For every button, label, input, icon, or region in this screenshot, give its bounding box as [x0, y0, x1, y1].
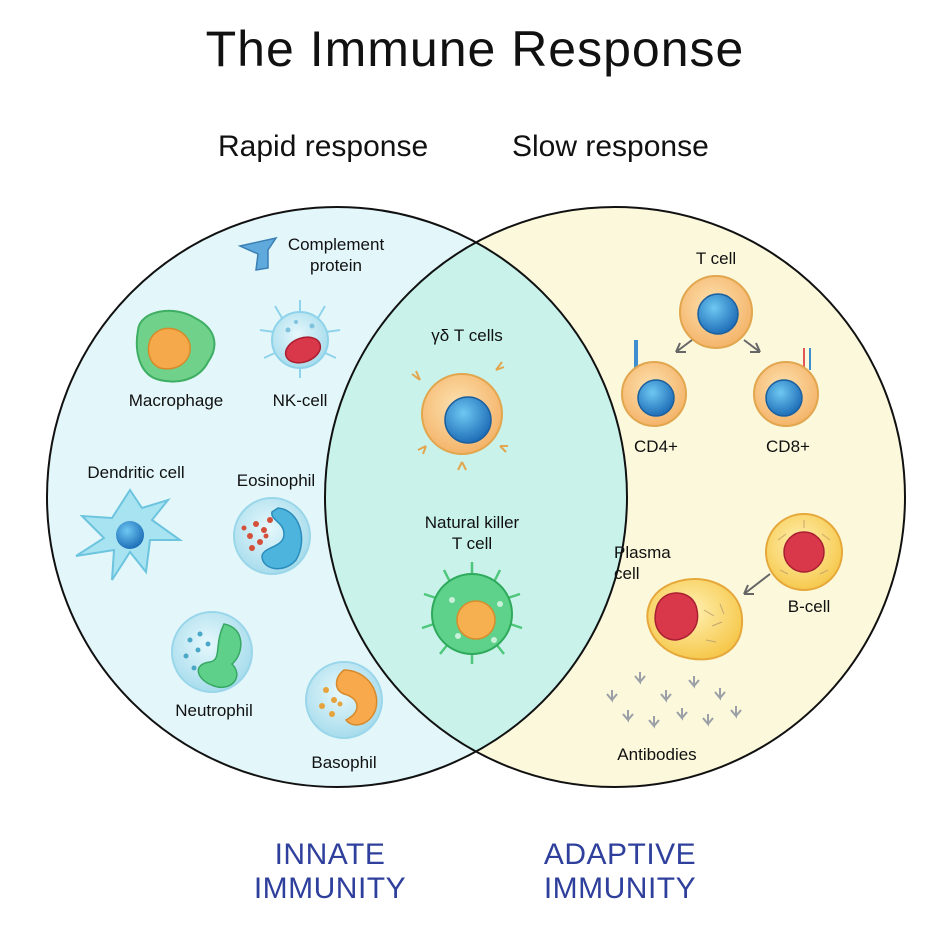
adaptive-label-line2: IMMUNITY — [543, 872, 697, 905]
cd8-t-cell-icon — [753, 348, 819, 427]
nk-cell-icon — [259, 300, 341, 378]
macrophage-label: Macrophage — [128, 391, 224, 410]
basophil-label: Basophil — [311, 753, 377, 772]
plasma-label-line2: cell — [614, 564, 640, 583]
innate-label-line1: INNATE — [274, 838, 386, 871]
t-cell-icon — [679, 275, 753, 349]
complement-protein-icon — [237, 236, 278, 271]
neutrophil-icon — [171, 611, 253, 693]
dendritic-cell-label: Dendritic cell — [87, 463, 185, 482]
adaptive-label-line1: ADAPTIVE — [543, 838, 697, 871]
page-title: The Immune Response — [205, 21, 745, 77]
natural-killer-t-cell-label: Natural killer T cell — [412, 512, 532, 554]
eosinophil-icon — [233, 497, 311, 575]
b-cell-icon — [765, 513, 843, 591]
antibodies-icon — [606, 672, 742, 729]
rapid-response-header: Rapid response — [218, 130, 429, 163]
adaptive-immunity-label: ADAPTIVE IMMUNITY — [510, 838, 730, 906]
complement-label-line1: Complement — [287, 235, 385, 254]
basophil-icon — [305, 661, 383, 739]
complement-protein-label: Complement protein — [276, 234, 396, 276]
nkt-label-line1: Natural killer — [424, 513, 520, 532]
b-cell-label: B-cell — [787, 597, 831, 616]
slow-response-header: Slow response — [512, 130, 709, 163]
gamma-delta-t-cell-icon — [411, 361, 508, 471]
cd4-t-cell-icon — [621, 340, 687, 427]
macrophage-icon — [135, 309, 216, 383]
arrow-to-plasma-icon — [743, 573, 771, 595]
dendritic-cell-icon — [75, 488, 184, 581]
arrow-to-cd8-icon — [743, 339, 761, 353]
cd4-label: CD4+ — [634, 437, 678, 456]
nkt-label-line2: T cell — [451, 534, 493, 553]
innate-label-line2: IMMUNITY — [253, 872, 407, 905]
nk-cell-label: NK-cell — [272, 391, 328, 410]
complement-label-line2: protein — [310, 256, 362, 275]
arrow-to-cd4-icon — [675, 339, 693, 353]
eosinophil-label: Eosinophil — [236, 471, 316, 490]
natural-killer-t-cell-icon — [421, 562, 523, 664]
antibodies-label: Antibodies — [617, 745, 697, 764]
plasma-label-line1: Plasma — [614, 543, 671, 562]
gamma-delta-t-cells-label: γδ T cells — [431, 326, 503, 345]
neutrophil-label: Neutrophil — [175, 701, 253, 720]
cd8-label: CD8+ — [766, 437, 810, 456]
plasma-cell-label: Plasma cell — [614, 542, 678, 584]
innate-immunity-label: INNATE IMMUNITY — [230, 838, 430, 906]
t-cell-label: T cell — [695, 249, 737, 268]
plasma-cell-icon — [646, 578, 744, 661]
